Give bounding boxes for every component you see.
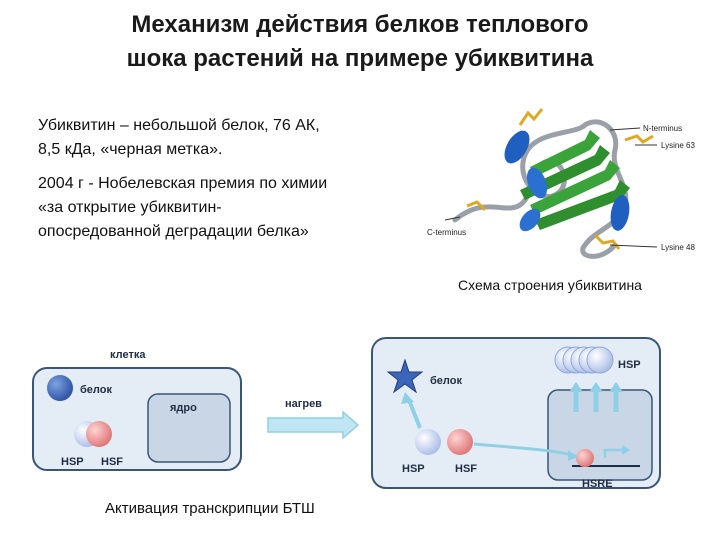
lysine63-label: Lysine 63 bbox=[661, 141, 696, 150]
hsf-icon bbox=[576, 449, 594, 467]
helix-icon bbox=[519, 208, 541, 232]
transcription-arrow-icon bbox=[603, 448, 626, 458]
intro-line-2: 8,5 кДа, «черная метка». bbox=[38, 141, 223, 158]
arrow-head-icon bbox=[622, 445, 630, 455]
cell-label: клетка bbox=[110, 349, 146, 361]
arrow-head-icon bbox=[569, 382, 583, 392]
protein-icon bbox=[47, 375, 73, 401]
n-terminus-label: N-terminus bbox=[643, 124, 682, 133]
hsp-icon bbox=[586, 346, 614, 374]
intro-line-4: «за открытие убиквитин- bbox=[38, 199, 222, 216]
binding-arrow-icon bbox=[407, 399, 422, 429]
beta-strand-icon bbox=[530, 130, 600, 177]
structure-caption: Схема строения убиквитина bbox=[458, 277, 642, 293]
helix-icon bbox=[504, 130, 530, 164]
callout-line bbox=[444, 216, 461, 221]
arrow-head-icon bbox=[589, 382, 603, 392]
hsre-label: HSRE bbox=[582, 478, 613, 490]
callout-line bbox=[609, 244, 658, 248]
arrow-head-icon bbox=[609, 382, 623, 392]
diagram-caption: Активация транскрипции БТШ bbox=[105, 500, 315, 517]
hsp-icon bbox=[415, 429, 441, 455]
denatured-protein-star-icon bbox=[386, 358, 424, 394]
arrow-head-icon bbox=[401, 392, 414, 404]
side-chain-icon bbox=[624, 134, 654, 144]
protein-label-right: белок bbox=[430, 375, 462, 387]
intro-line-1: Убиквитин – небольшой белок, 76 АК, bbox=[38, 117, 320, 134]
hsf-label-right: HSF bbox=[455, 463, 477, 475]
helix-icon bbox=[610, 195, 630, 231]
page-title: Механизм действия белков теплового шока … bbox=[0, 8, 720, 76]
hsp-top-label: HSP bbox=[618, 359, 641, 371]
intro-block: Убиквитин – небольшой белок, 76 АК, 8,5 … bbox=[38, 114, 327, 244]
title-line-1: Механизм действия белков теплового bbox=[131, 11, 589, 38]
hsf-icon bbox=[447, 429, 473, 455]
c-terminus-label: C-terminus bbox=[427, 228, 466, 237]
title-line-2: шока растений на примере убиквитина bbox=[126, 45, 594, 72]
nucleus-left bbox=[147, 393, 231, 463]
ubiquitin-structure-image: N-terminus Lysine 63 C-terminus Lysine 4… bbox=[427, 108, 696, 259]
hsf-label: HSF bbox=[101, 456, 123, 468]
side-chain-icon bbox=[466, 200, 487, 212]
intro-line-3: 2004 г - Нобелевская премия по химии bbox=[38, 175, 328, 192]
beta-strand-icon bbox=[530, 160, 620, 215]
arrow-head-icon bbox=[568, 450, 578, 461]
heating-arrow-icon bbox=[267, 410, 360, 440]
helix-icon bbox=[526, 167, 548, 199]
callout-line bbox=[609, 127, 641, 131]
heating-label: нагрев bbox=[285, 398, 322, 410]
nucleus-label: ядро bbox=[170, 402, 197, 414]
protein-label: белок bbox=[80, 384, 112, 396]
lysine48-label: Lysine 48 bbox=[661, 243, 696, 252]
hsp-label-right: HSP bbox=[402, 463, 425, 475]
hsp-label: HSP bbox=[61, 456, 84, 468]
mechanism-diagram: клетка белок ядро HSP HSF нагрев белок H… bbox=[32, 337, 661, 490]
hsf-icon bbox=[86, 421, 112, 447]
beta-strand-icon bbox=[535, 180, 630, 230]
intro-line-5: опосредованной деградации белка» bbox=[38, 223, 309, 240]
side-chain-icon bbox=[518, 108, 544, 126]
